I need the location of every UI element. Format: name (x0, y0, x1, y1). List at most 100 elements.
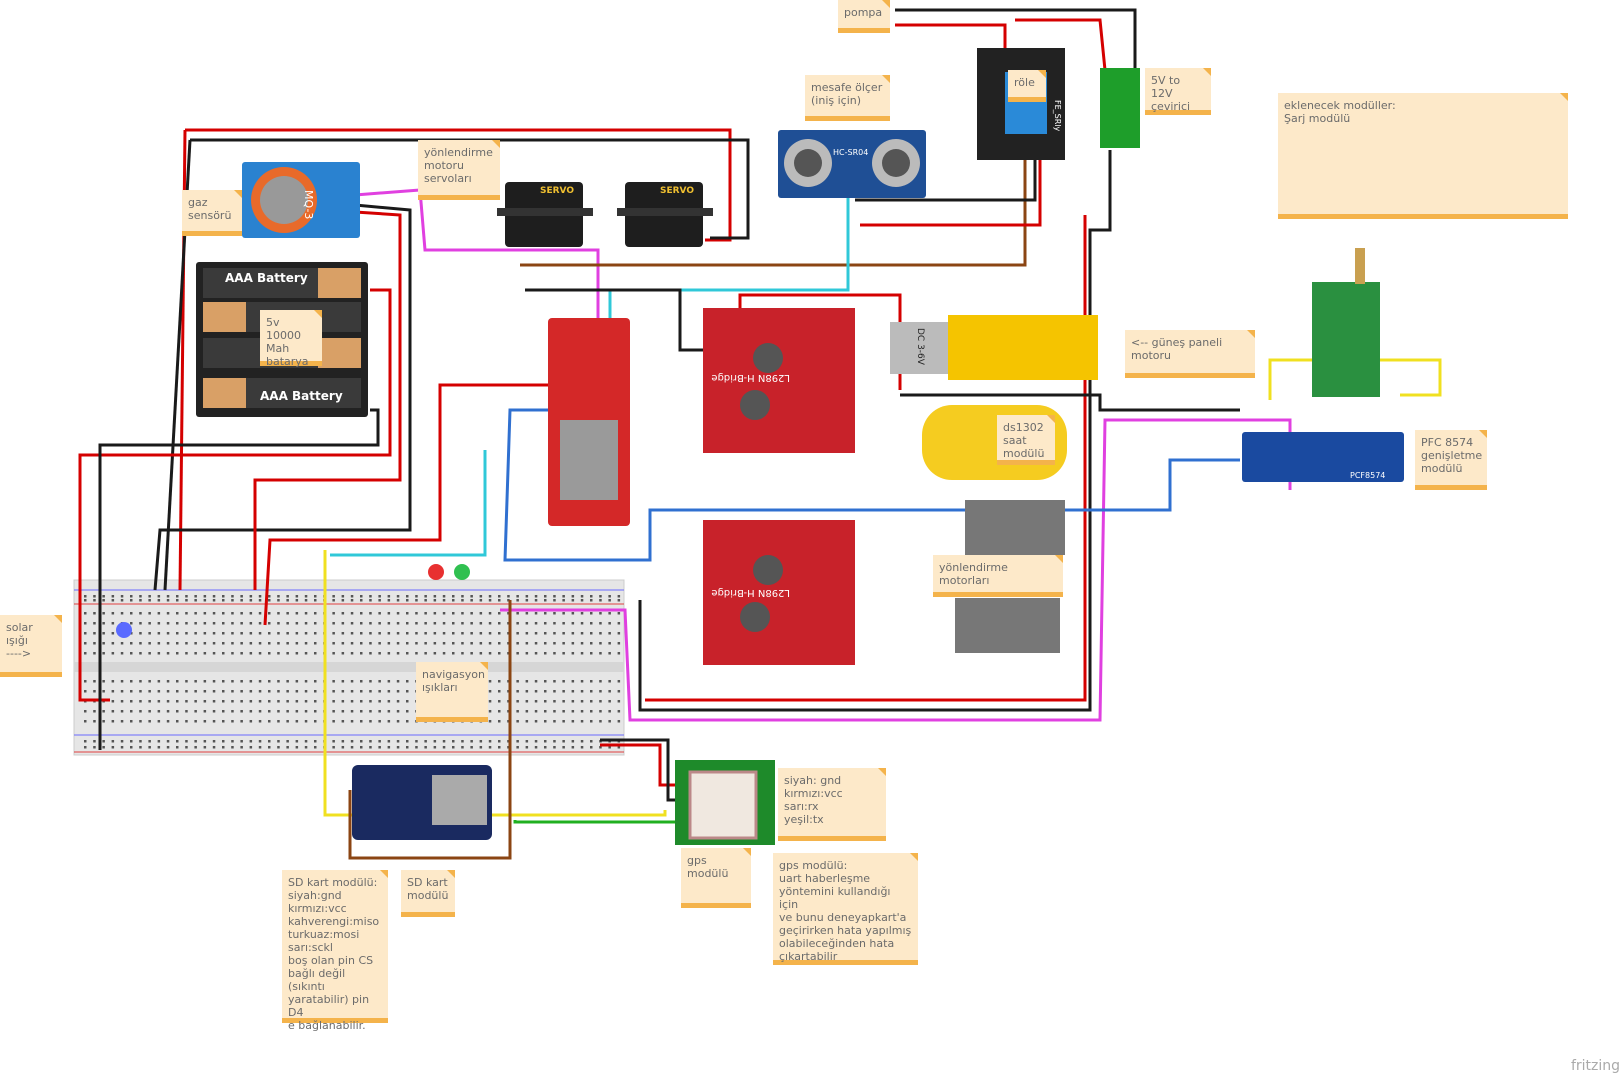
wire-black[interactable] (153, 203, 412, 591)
breadboard-hole (332, 690, 335, 693)
breadboard-hole (222, 612, 225, 615)
breadboard-hole (212, 595, 216, 598)
breadboard-hole (525, 680, 529, 683)
breadboard-hole (406, 690, 409, 693)
breadboard-hole (231, 642, 234, 645)
breadboard-hole (203, 680, 207, 683)
breadboard-hole (157, 740, 161, 743)
breadboard-hole (304, 690, 308, 693)
wire-red[interactable] (860, 150, 1042, 227)
breadboard-hole (148, 740, 151, 743)
breadboard-hole (304, 632, 308, 635)
note-navigasyon: navigasyon ışıkları (416, 662, 488, 722)
wire-black[interactable] (98, 408, 380, 750)
wire-black[interactable] (895, 8, 1137, 70)
note-pompa: pompa (838, 0, 890, 33)
battery-label: AAA Battery (260, 389, 343, 403)
wire-cyan[interactable] (608, 195, 850, 330)
breadboard-hole (286, 700, 289, 703)
breadboard-hole (277, 746, 280, 749)
wire-red[interactable] (600, 743, 680, 787)
wire-red[interactable] (185, 128, 732, 242)
wire-red[interactable] (253, 210, 402, 590)
breadboard-hole (314, 746, 317, 749)
breadboard-hole (111, 612, 115, 615)
breadboard-hole (240, 632, 243, 635)
wire-red[interactable] (263, 383, 555, 626)
breadboard-hole (286, 652, 289, 655)
wire-black[interactable] (900, 393, 1240, 412)
breadboard-hole (608, 595, 611, 598)
wire-black[interactable] (525, 288, 710, 352)
wire-red[interactable] (1015, 18, 1107, 71)
breadboard-hole (111, 642, 115, 645)
breadboard-hole (387, 746, 391, 749)
breadboard-hole (268, 599, 271, 602)
breadboard-hole (387, 710, 391, 713)
breadboard-hole (84, 642, 87, 645)
breadboard-hole (249, 680, 253, 683)
breadboard-hole (120, 599, 124, 602)
wire-brown[interactable] (520, 160, 1027, 267)
wire-yellow[interactable] (1268, 358, 1442, 400)
breadboard-hole (461, 622, 464, 625)
breadboard-hole (433, 622, 437, 625)
breadboard-hole (203, 642, 207, 645)
breadboard-hole (84, 622, 87, 625)
breadboard-hole (406, 680, 409, 683)
breadboard-hole (470, 642, 473, 645)
wire-black[interactable] (600, 738, 680, 802)
breadboard-hole (406, 720, 409, 723)
breadboard-hole (498, 690, 501, 693)
breadboard-hole (258, 622, 262, 625)
breadboard-hole (130, 680, 133, 683)
breadboard-hole (507, 622, 510, 625)
breadboard-hole (452, 612, 455, 615)
wire-cyan[interactable] (330, 450, 487, 557)
breadboard-hole (185, 595, 188, 598)
wire-magenta[interactable] (500, 418, 1292, 722)
breadboard-hole (222, 595, 225, 598)
wire-red[interactable] (78, 288, 392, 702)
wire-black[interactable] (855, 150, 1037, 202)
breadboard-hole (84, 690, 87, 693)
breadboard-hole (562, 740, 565, 743)
breadboard-hole (479, 622, 483, 625)
breadboard-hole (176, 690, 179, 693)
battery-pack: AAA Battery AAA Battery (196, 262, 368, 417)
breadboard-hole (249, 746, 253, 749)
breadboard-hole (120, 746, 124, 749)
breadboard-hole (295, 642, 299, 645)
wire-yellow[interactable] (323, 550, 667, 817)
breadboard-hole (203, 652, 207, 655)
breadboard-hole (166, 612, 170, 615)
breadboard-hole (396, 632, 400, 635)
breadboard-hole (139, 720, 142, 723)
breadboard-hole (277, 642, 280, 645)
breadboard-hole (240, 595, 243, 598)
breadboard-hole (314, 700, 317, 703)
breadboard-hole (599, 680, 602, 683)
breadboard-hole (93, 642, 96, 645)
wire-brown[interactable] (348, 600, 512, 860)
wire-blue[interactable] (503, 408, 1240, 562)
breadboard-hole (350, 622, 354, 625)
breadboard-hole (452, 740, 455, 743)
breadboard-hole (341, 642, 345, 645)
breadboard-hole (387, 720, 391, 723)
breadboard-hole (222, 652, 225, 655)
breadboard-hole (166, 710, 170, 713)
breadboard-hole (268, 680, 271, 683)
breadboard-hole (341, 599, 345, 602)
breadboard-hole (369, 632, 372, 635)
breadboard-hole (231, 612, 234, 615)
breadboard-hole (369, 612, 372, 615)
breadboard-hole (406, 595, 409, 598)
wire-black[interactable] (638, 150, 1112, 712)
breadboard-hole (332, 642, 335, 645)
breadboard-hole (534, 680, 538, 683)
breadboard-hole (608, 599, 611, 602)
wire-green[interactable] (513, 820, 680, 824)
breadboard-hole (102, 740, 105, 743)
breadboard-hole (433, 652, 437, 655)
